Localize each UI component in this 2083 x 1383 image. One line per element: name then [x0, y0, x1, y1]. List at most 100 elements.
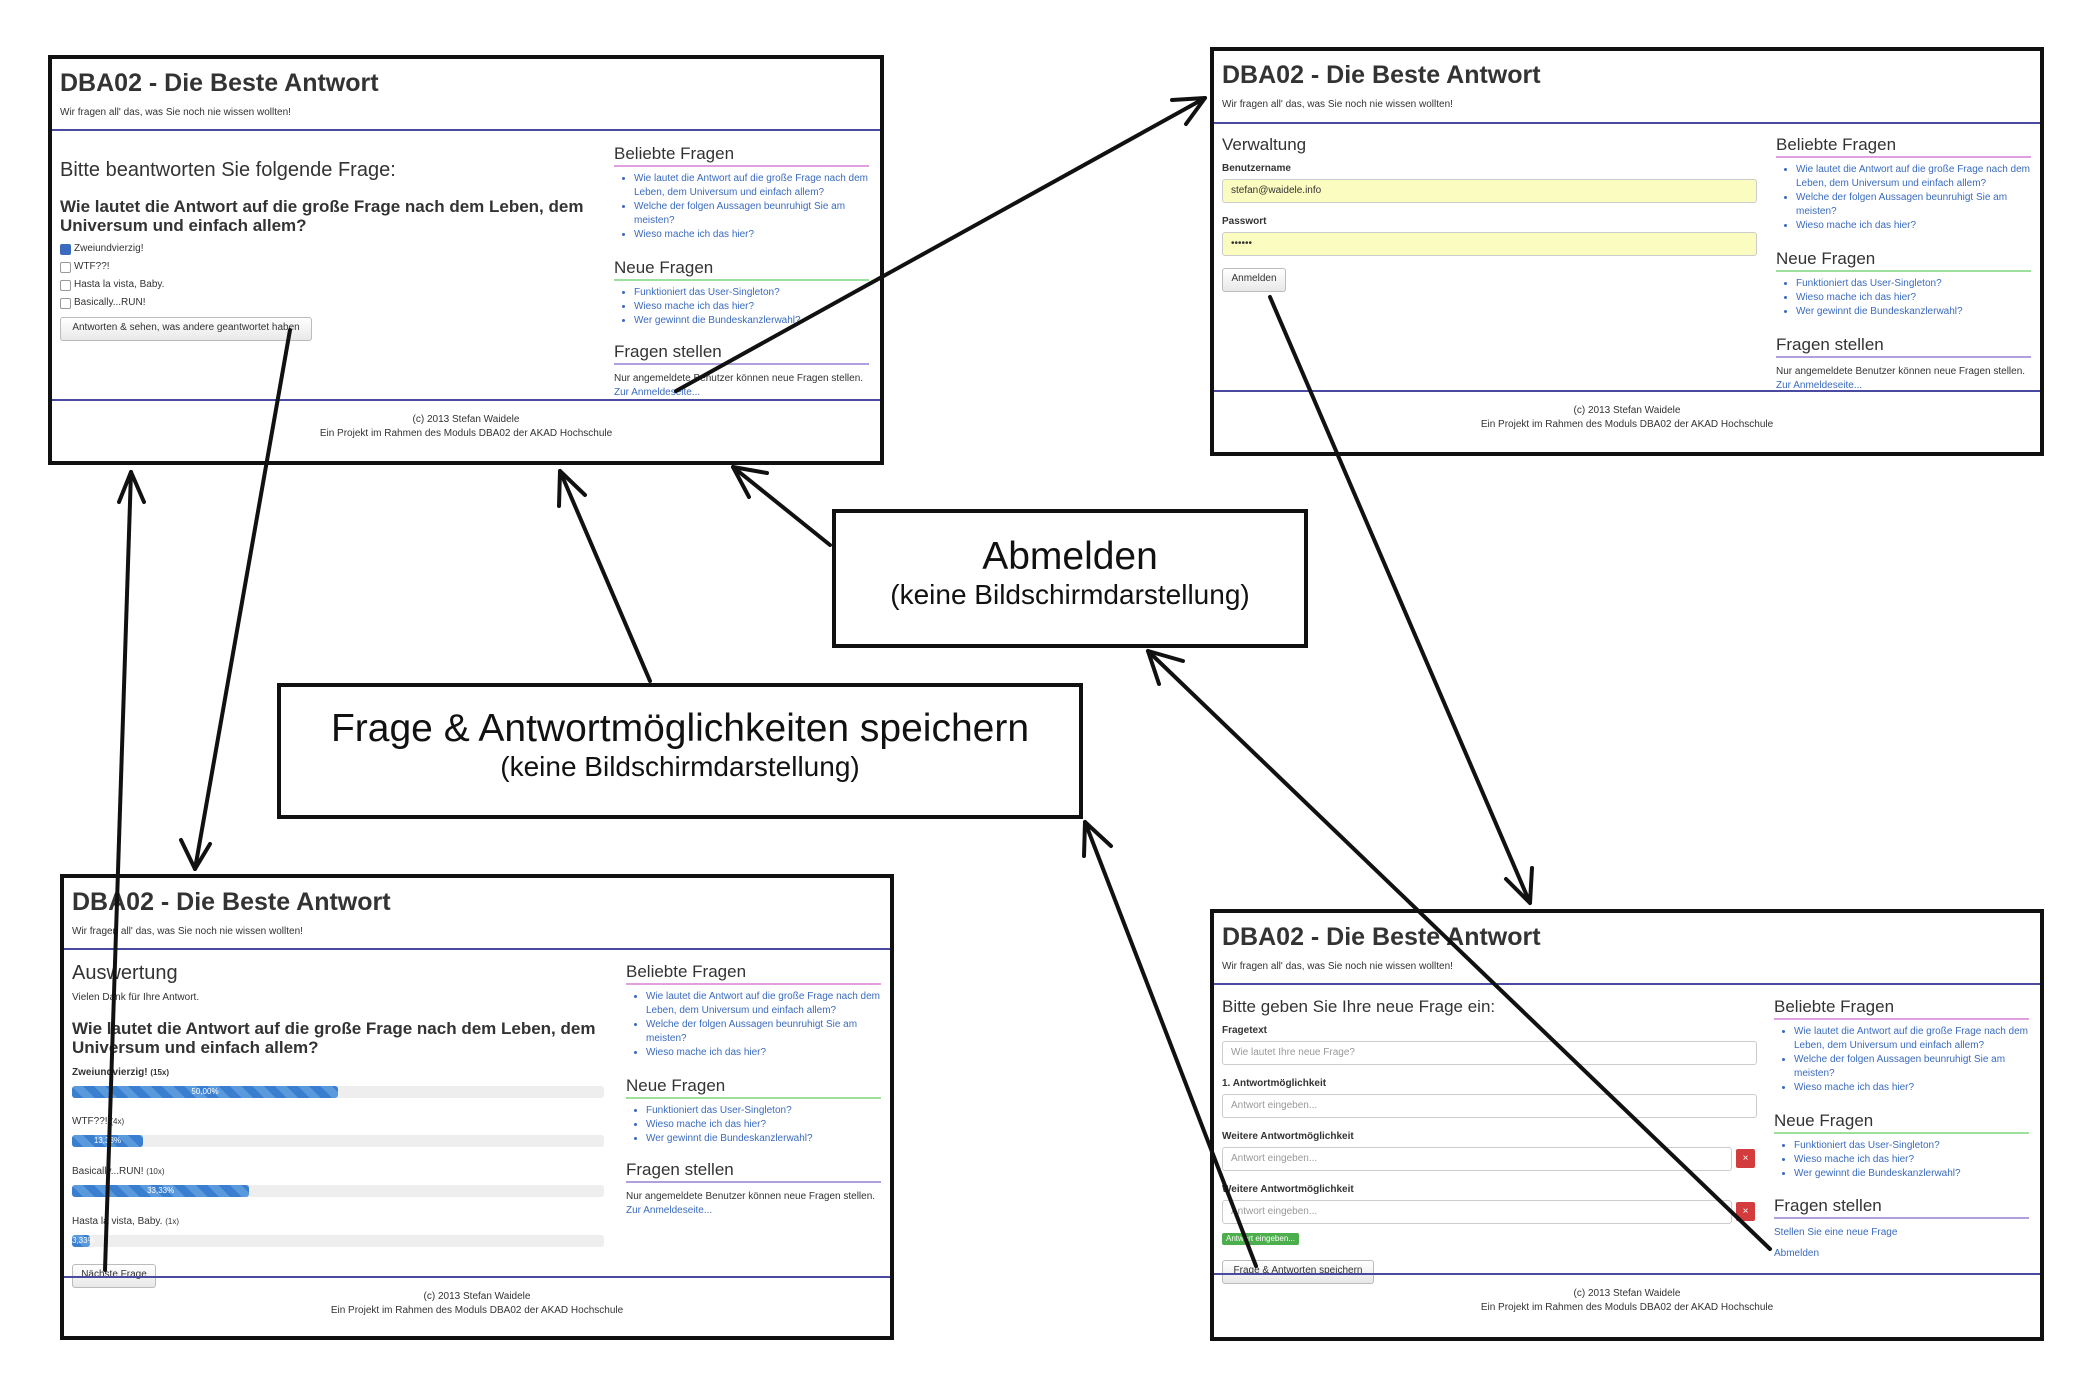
- site-tagline: Wir fragen all' das, was Sie noch nie wi…: [1222, 961, 1453, 972]
- answer-option[interactable]: Basically...RUN!: [60, 297, 146, 309]
- new-link[interactable]: Funktioniert das User-Singleton?: [634, 286, 874, 300]
- question-text-input[interactable]: Wie lautet Ihre neue Frage?: [1222, 1041, 1757, 1065]
- site-brand[interactable]: DBA02 - Die Beste Antwort: [60, 69, 379, 97]
- answer-option[interactable]: WTF??!: [60, 261, 110, 273]
- more-answer-label: Weitere Antwortmöglichkeit: [1222, 1131, 1354, 1142]
- popular-link[interactable]: Wieso mache ich das hier?: [634, 228, 874, 242]
- ask-heading: Fragen stellen: [1774, 1196, 1882, 1215]
- arrowhead: [179, 838, 212, 871]
- login-page-link[interactable]: Zur Anmeldeseite...: [1776, 380, 1863, 391]
- footer-project: Ein Projekt im Rahmen des Moduls DBA02 d…: [319, 428, 613, 439]
- site-footer: (c) 2013 Stefan Waidele Ein Projekt im R…: [1214, 1273, 2040, 1337]
- login-button[interactable]: Anmelden: [1222, 268, 1286, 292]
- site-header: DBA02 - Die Beste Antwort Wir fragen all…: [64, 878, 890, 950]
- checkbox[interactable]: [60, 280, 71, 291]
- new-link[interactable]: Wer gewinnt die Bundeskanzlerwahl?: [1796, 305, 2036, 319]
- login-page-link[interactable]: Zur Anmeldeseite...: [614, 387, 701, 398]
- screen-results: DBA02 - Die Beste Antwort Wir fragen all…: [60, 874, 894, 1340]
- footer-copyright: (c) 2013 Stefan Waidele: [423, 1291, 531, 1302]
- new-link[interactable]: Funktioniert das User-Singleton?: [1796, 277, 2036, 291]
- result-bar-fill: 50,00%: [72, 1086, 338, 1098]
- popular-link[interactable]: Wie lautet die Antwort auf die große Fra…: [646, 990, 886, 1018]
- remove-answer-button[interactable]: ×: [1736, 1149, 1755, 1168]
- site-footer: (c) 2013 Stefan Waidele Ein Projekt im R…: [1214, 390, 2040, 452]
- popular-link[interactable]: Welche der folgen Aussagen beunruhigt Si…: [634, 200, 874, 228]
- popular-link[interactable]: Wieso mache ich das hier?: [1796, 219, 2036, 233]
- arrowhead: [1170, 96, 1207, 126]
- checkbox[interactable]: [60, 298, 71, 309]
- site-brand[interactable]: DBA02 - Die Beste Antwort: [1222, 61, 1541, 89]
- answer1-input[interactable]: Antwort eingeben...: [1222, 1094, 1757, 1118]
- arrowhead: [1504, 866, 1534, 905]
- answer-option[interactable]: Hasta la vista, Baby.: [60, 279, 164, 291]
- divider: [1776, 356, 2031, 358]
- new-heading: Neue Fragen: [626, 1076, 726, 1095]
- submit-answer-button[interactable]: Antworten & sehen, was andere geantworte…: [60, 317, 312, 341]
- new-link[interactable]: Funktioniert das User-Singleton?: [646, 1104, 886, 1118]
- footer-project: Ein Projekt im Rahmen des Moduls DBA02 d…: [1480, 419, 1774, 430]
- password-label: Passwort: [1222, 216, 1267, 227]
- divider: [614, 279, 869, 281]
- popular-link[interactable]: Wie lautet die Antwort auf die große Fra…: [634, 172, 874, 200]
- divider: [626, 1181, 881, 1183]
- checkbox-checked[interactable]: [60, 244, 71, 255]
- site-brand[interactable]: DBA02 - Die Beste Antwort: [72, 888, 391, 916]
- arrow-logout-to-question: [731, 465, 832, 547]
- new-heading: Neue Fragen: [614, 258, 714, 277]
- result-bar: 50,00%: [72, 1086, 604, 1098]
- new-link[interactable]: Wer gewinnt die Bundeskanzlerwahl?: [1794, 1167, 2034, 1181]
- more-answer-input[interactable]: Antwort eingeben...: [1222, 1200, 1732, 1224]
- divider: [1774, 1018, 2029, 1020]
- popular-link[interactable]: Wieso mache ich das hier?: [1794, 1081, 2034, 1095]
- site-header: DBA02 - Die Beste Antwort Wir fragen all…: [1214, 51, 2040, 124]
- login-page-link[interactable]: Zur Anmeldeseite...: [626, 1205, 713, 1216]
- site-tagline: Wir fragen all' das, was Sie noch nie wi…: [1222, 99, 1453, 110]
- new-link[interactable]: Wieso mache ich das hier?: [1796, 291, 2036, 305]
- page-title: Bitte beantworten Sie folgende Frage:: [60, 159, 396, 181]
- page-title: Verwaltung: [1222, 135, 1307, 154]
- popular-link[interactable]: Wie lautet die Antwort auf die große Fra…: [1796, 163, 2036, 191]
- remove-answer-button[interactable]: ×: [1736, 1202, 1755, 1221]
- new-list: Funktioniert das User-Singleton? Wieso m…: [1774, 1139, 2034, 1181]
- footer-copyright: (c) 2013 Stefan Waidele: [1573, 405, 1681, 416]
- ask-note: Nur angemeldete Benutzer können neue Fra…: [626, 1191, 876, 1202]
- result-bar-fill: 13,33%: [72, 1135, 143, 1147]
- popular-link[interactable]: Welche der folgen Aussagen beunruhigt Si…: [1794, 1053, 2034, 1081]
- username-field[interactable]: stefan@waidele.info: [1222, 179, 1757, 203]
- popular-link[interactable]: Welche der folgen Aussagen beunruhigt Si…: [646, 1018, 886, 1046]
- new-link[interactable]: Wieso mache ich das hier?: [1794, 1153, 2034, 1167]
- result-label: WTF??! (4x): [72, 1116, 125, 1127]
- popular-heading: Beliebte Fragen: [1776, 135, 1897, 154]
- logout-action-title: Abmelden: [982, 535, 1158, 578]
- popular-link[interactable]: Wie lautet die Antwort auf die große Fra…: [1794, 1025, 2034, 1053]
- logout-link[interactable]: Abmelden: [1774, 1248, 1820, 1259]
- result-bar: 3,33%: [72, 1235, 604, 1247]
- popular-heading: Beliebte Fragen: [626, 962, 747, 981]
- arrowhead: [1082, 820, 1113, 858]
- ask-note: Nur angemeldete Benutzer können neue Fra…: [1776, 366, 2026, 377]
- new-link[interactable]: Wieso mache ich das hier?: [634, 300, 874, 314]
- checkbox[interactable]: [60, 262, 71, 273]
- popular-link[interactable]: Welche der folgen Aussagen beunruhigt Si…: [1796, 191, 2036, 219]
- save-action-box: Frage & Antwortmöglichkeiten speichern (…: [277, 683, 1083, 819]
- password-field[interactable]: ••••••: [1222, 232, 1757, 256]
- answer-option[interactable]: Zweiundvierzig!: [60, 243, 143, 255]
- new-link[interactable]: Wer gewinnt die Bundeskanzlerwahl?: [646, 1132, 886, 1146]
- new-link[interactable]: Wieso mache ich das hier?: [646, 1118, 886, 1132]
- new-link[interactable]: Funktioniert das User-Singleton?: [1794, 1139, 2034, 1153]
- divider: [1776, 156, 2031, 158]
- popular-link[interactable]: Wieso mache ich das hier?: [646, 1046, 886, 1060]
- more-answer-input[interactable]: Antwort eingeben...: [1222, 1147, 1732, 1171]
- more-answer-label: Weitere Antwortmöglichkeit: [1222, 1184, 1354, 1195]
- add-answer-button[interactable]: Antwort eingeben...: [1222, 1233, 1299, 1245]
- site-brand[interactable]: DBA02 - Die Beste Antwort: [1222, 923, 1541, 951]
- footer-project: Ein Projekt im Rahmen des Moduls DBA02 d…: [1480, 1302, 1774, 1313]
- divider: [1774, 1132, 2029, 1134]
- new-link[interactable]: Wer gewinnt die Bundeskanzlerwahl?: [634, 314, 874, 328]
- popular-heading: Beliebte Fragen: [614, 144, 735, 163]
- screen-new-question: DBA02 - Die Beste Antwort Wir fragen all…: [1210, 909, 2044, 1341]
- divider: [626, 1097, 881, 1099]
- ask-new-question-link[interactable]: Stellen Sie eine neue Frage: [1774, 1227, 1898, 1238]
- result-bar-fill: 33,33%: [72, 1185, 250, 1197]
- logout-action-box: Abmelden (keine Bildschirmdarstellung): [832, 509, 1308, 648]
